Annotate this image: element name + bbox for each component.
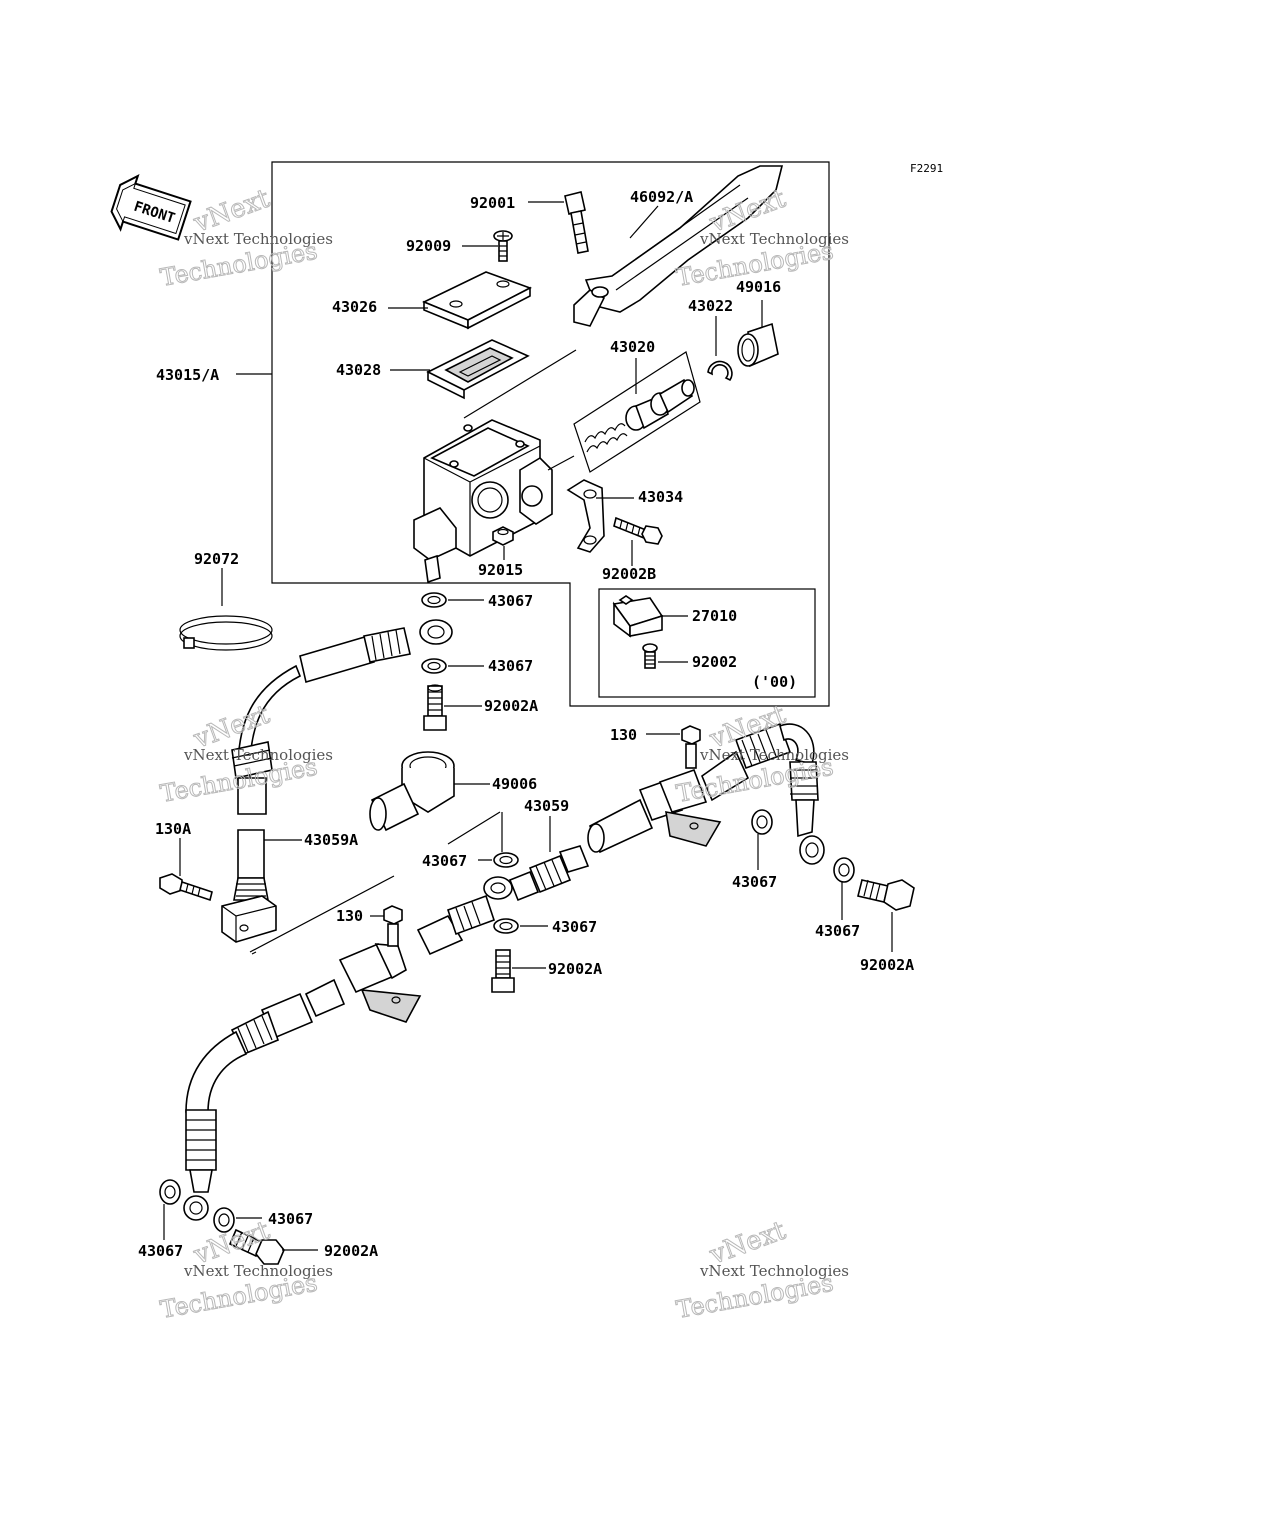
- callout-43028: 43028: [336, 361, 381, 379]
- banjo-bolt-92002a-2: [491, 949, 515, 993]
- callout-labels: 92001 46092/A 92009 43026 43022 49016 43…: [138, 188, 914, 1260]
- switch-screw-92002: [642, 643, 658, 669]
- callout-43067-7: 43067: [268, 1210, 313, 1228]
- callout-92015: 92015: [478, 561, 523, 579]
- leader-lines: [163, 201, 893, 1251]
- callout-92002a-3: 92002A: [860, 956, 914, 974]
- callout-92009: 92009: [406, 237, 451, 255]
- callout-43015: 43015/A: [156, 366, 219, 384]
- callout-43067-4: 43067: [732, 873, 777, 891]
- nut-92015: [492, 526, 514, 546]
- callout-92002b: 92002B: [602, 565, 656, 583]
- callout-43022: 43022: [688, 297, 733, 315]
- switch-subframe: [598, 588, 816, 698]
- callout-43059: 43059: [524, 797, 569, 815]
- callout-43067-3: 43067: [422, 852, 467, 870]
- callout-43067-5: 43067: [552, 918, 597, 936]
- callout-130-2: 130: [336, 907, 363, 925]
- callout-92072: 92072: [194, 550, 239, 568]
- washer-43067-h: [213, 1207, 235, 1233]
- callout-92002: 92002: [692, 653, 737, 671]
- callout-46092: 46092/A: [630, 188, 693, 206]
- front-arrow-icon: FRONT: [110, 173, 192, 241]
- banjo-bolt-92002a-4: [228, 1228, 285, 1265]
- master-cylinder-body: [413, 419, 553, 584]
- callout-43059a: 43059A: [304, 831, 358, 849]
- clamp-43034: [566, 479, 605, 553]
- brake-hose-lower-left: [183, 894, 496, 1221]
- watermark-6: vNext Technologies vNext Technologies: [674, 1215, 849, 1324]
- callout-43026: 43026: [332, 298, 377, 316]
- watermark-3: vNext Technologies vNext Technologies: [158, 699, 333, 808]
- callout-49006: 49006: [492, 775, 537, 793]
- callout-92002a-4: 92002A: [324, 1242, 378, 1260]
- washer-43067-d: [833, 857, 855, 883]
- callout-43020: 43020: [610, 338, 655, 356]
- callout-43067-2: 43067: [488, 657, 533, 675]
- diagram-code: F2291: [910, 162, 943, 175]
- svg-text:vNext Technologies: vNext Technologies: [183, 1262, 333, 1280]
- clamp-bolt-92002b: [613, 516, 663, 545]
- callout-130-1: 130: [610, 726, 637, 744]
- brake-lever-46092: [573, 165, 784, 327]
- svg-text:vNext Technologies: vNext Technologies: [183, 746, 333, 764]
- assembly-frame: [271, 161, 830, 707]
- diaphragm-43028: [426, 339, 530, 400]
- bolt-130-2: [383, 905, 403, 947]
- callout-92002a-2: 92002A: [548, 960, 602, 978]
- brake-hose-upper-left: [231, 619, 453, 815]
- reservoir-cap-43026: [422, 271, 532, 330]
- svg-text:vNext Technologies: vNext Technologies: [699, 1262, 849, 1280]
- callout-27010: 27010: [692, 607, 737, 625]
- svg-text:vNext Technologies: vNext Technologies: [699, 746, 849, 764]
- callout-43067-1: 43067: [488, 592, 533, 610]
- banjo-bolt-92002a-3: [857, 879, 915, 911]
- washer-43067-g: [159, 1179, 181, 1205]
- washer-43067-e: [493, 852, 519, 868]
- cable-band-92072: [179, 615, 273, 651]
- brake-pipe-43059a: [221, 829, 277, 943]
- dust-boot-49016: [737, 322, 779, 368]
- pivot-bolt-92001: [564, 191, 589, 254]
- watermark-4: vNext Technologies vNext Technologies: [674, 699, 849, 808]
- washer-43067-c: [751, 809, 773, 835]
- brake-switch-27010: [612, 595, 664, 638]
- piston-kit-43020: [573, 351, 701, 473]
- watermark-2: vNext Technologies vNext Technologies: [674, 183, 849, 292]
- brake-hose-right-main: [587, 722, 825, 865]
- bolt-130-1: [681, 725, 701, 769]
- callout-92001: 92001: [470, 194, 515, 212]
- callout-43067-6: 43067: [815, 922, 860, 940]
- banjo-bolt-92002a-1: [423, 684, 447, 731]
- callout-year: ('00): [752, 673, 797, 691]
- callout-43034: 43034: [638, 488, 683, 506]
- washer-43067-f: [493, 918, 519, 934]
- circlip-43022: [707, 360, 733, 382]
- callout-92002a-1: 92002A: [484, 697, 538, 715]
- callout-130a: 130A: [155, 820, 191, 838]
- callout-49016: 49016: [736, 278, 781, 296]
- cap-screw-92009: [493, 230, 513, 262]
- hose-joint-43059: [483, 845, 590, 902]
- guide-lines: [249, 349, 577, 955]
- svg-text:vNext Technologies: vNext Technologies: [183, 230, 333, 248]
- watermark-5: vNext Technologies vNext Technologies: [158, 1215, 333, 1324]
- washer-43067-b: [421, 658, 447, 674]
- bolt-130a: [159, 873, 213, 902]
- boot-49006: [369, 751, 455, 832]
- callout-43067-8: 43067: [138, 1242, 183, 1260]
- washer-43067-a: [421, 592, 447, 608]
- svg-text:vNext Technologies: vNext Technologies: [699, 230, 849, 248]
